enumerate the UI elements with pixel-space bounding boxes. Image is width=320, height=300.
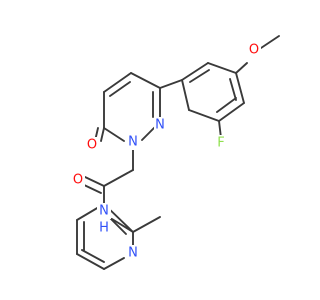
bond-ch2-co <box>103 169 134 187</box>
atom-nitrogen-n1: N <box>128 135 138 150</box>
atom-nitrogen-amide: N <box>99 204 109 219</box>
atom-hydrogen-amide: H <box>99 221 109 236</box>
bond-py-double-b <box>81 249 105 263</box>
bond-methyl-o <box>260 35 280 49</box>
atom-nitrogen-n2: N <box>155 118 165 133</box>
atom-nitrogen-pyridine: N <box>128 246 138 261</box>
atom-oxygen-methoxy: O <box>249 43 259 58</box>
bond-pz-2 <box>103 72 132 93</box>
bond-pz-5 <box>141 126 156 141</box>
bond-aryl-3 <box>188 109 220 122</box>
bond-pz-double-a <box>109 81 131 97</box>
bond-aryl-double-c <box>229 78 237 101</box>
bond-pz-4 <box>103 127 125 142</box>
atom-labels: O F N N O O N H N <box>71 42 261 261</box>
bond-aryl-double-b <box>189 69 210 83</box>
bond-py-3 <box>76 253 105 270</box>
bond-aryl-2 <box>218 102 245 122</box>
bond-o-aryl <box>235 62 248 74</box>
bond-aryl-pyridazinone <box>159 79 183 89</box>
bond-aryl-5 <box>181 62 209 81</box>
bond-aryl-4 <box>181 79 190 111</box>
bond-aryl-double-a <box>216 97 237 113</box>
bond-pz-1 <box>130 72 161 89</box>
atom-fluorine: F <box>217 136 224 151</box>
bond-methyl-py <box>132 216 161 233</box>
molecule-structure: O F N N O O N H N <box>71 35 280 270</box>
bond-aryl-1 <box>235 72 245 104</box>
atom-oxygen-amide: O <box>73 173 83 188</box>
bond-py-double-a <box>109 217 127 235</box>
bond-co-b <box>81 183 102 194</box>
bond-co-a <box>84 176 105 187</box>
atom-oxygen-carbonyl-ring: O <box>87 138 97 153</box>
bond-aryl-6 <box>207 62 237 74</box>
bond-py-2 <box>103 257 125 270</box>
bond-carbonyl-ring-a <box>100 127 105 142</box>
